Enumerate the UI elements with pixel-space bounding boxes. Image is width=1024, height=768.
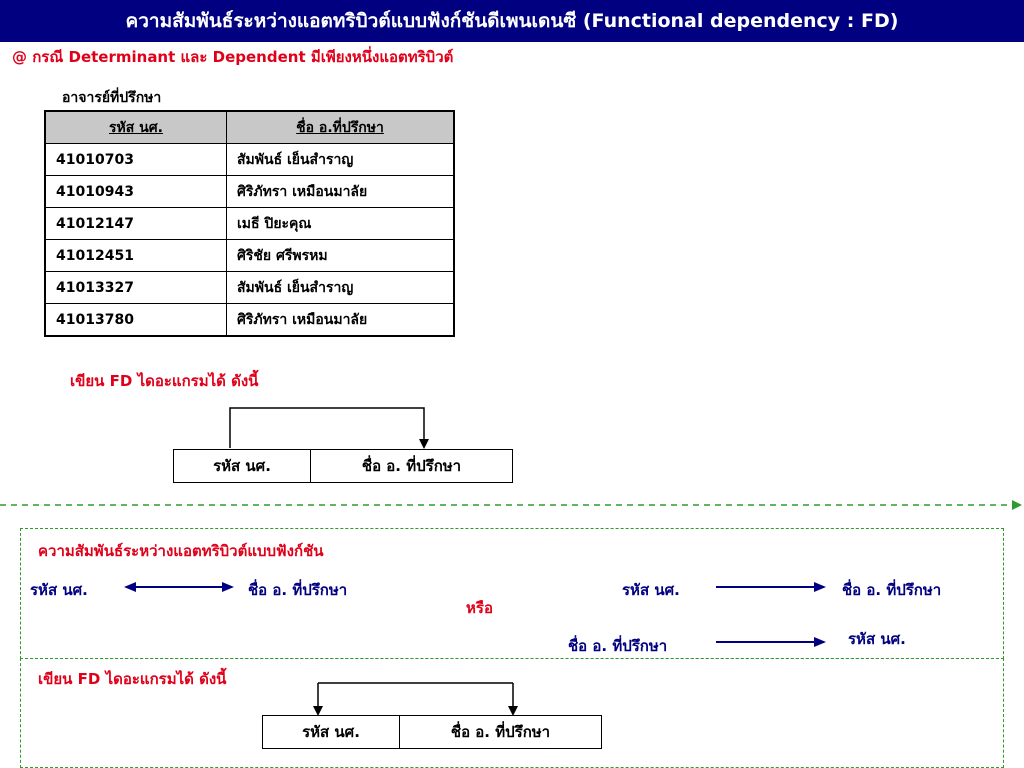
diagram2-caption: เขียน FD ไดอะแกรมได้ ดังนี้ [38,670,227,688]
alt2-to-attr: รหัส นศ. [848,630,906,648]
student-id-cell: 41010703 [44,143,227,176]
table-caption: อาจารย์ที่ปรึกษา [62,90,162,106]
advisor-name-cell: สัมพันธ์ เย็นสำราญ [226,143,455,176]
column-header-student-id: รหัส นศ. [44,110,227,144]
table-row: 41013780 ศิริภัทรา เหมือนมาลัย [44,303,455,337]
case-subtitle: @ กรณี Determinant และ Dependent มีเพียง… [12,48,454,66]
fd2-student-id-box: รหัส นศ. [262,715,400,749]
table-row: 41010703 สัมพันธ์ เย็นสำราญ [44,143,455,176]
table-row: 41012147 เมธี ปิยะคุณ [44,207,455,240]
advisor-name-cell: เมธี ปิยะคุณ [226,207,455,240]
column-header-advisor-name: ชื่อ อ.ที่ปรึกษา [226,110,455,144]
fd1-student-id-box: รหัส นศ. [173,449,311,483]
relation-right-attr: ชื่อ อ. ที่ปรึกษา [248,581,348,599]
relation-left-attr: รหัส นศ. [30,581,88,599]
alt1-to-attr: ชื่อ อ. ที่ปรึกษา [842,581,942,599]
advisor-name-cell: ศิริภัทรา เหมือนมาลัย [226,175,455,208]
relation-heading: ความสัมพันธ์ระหว่างแอตทริบิวต์แบบฟังก์ชั… [38,542,324,560]
advisor-name-cell: สัมพันธ์ เย็นสำราญ [226,271,455,304]
fd2-advisor-name-box: ชื่อ อ. ที่ปรึกษา [399,715,602,749]
alt2-from-attr: ชื่อ อ. ที่ปรึกษา [568,637,668,655]
table-header-row: รหัส นศ. ชื่อ อ.ที่ปรึกษา [44,110,455,144]
student-id-cell: 41013780 [44,303,227,337]
fd1-arrow [229,407,429,449]
table-row: 41013327 สัมพันธ์ เย็นสำราญ [44,271,455,304]
advisor-name-cell: ศิริภัทรา เหมือนมาลัย [226,303,455,337]
student-id-cell: 41010943 [44,175,227,208]
diagram1-caption: เขียน FD ไดอะแกรมได้ ดังนี้ [70,372,259,390]
slide-title: ความสัมพันธ์ระหว่างแอตทริบิวต์แบบฟังก์ชั… [0,0,1024,42]
fd1-advisor-name-box: ชื่อ อ. ที่ปรึกษา [310,449,513,483]
table-row: 41010943 ศิริภัทรา เหมือนมาลัย [44,175,455,208]
advisor-table: รหัส นศ. ชื่อ อ.ที่ปรึกษา 41010703 สัมพั… [44,110,455,337]
student-id-cell: 41013327 [44,271,227,304]
or-label: หรือ [466,599,493,617]
alt1-from-attr: รหัส นศ. [622,581,680,599]
